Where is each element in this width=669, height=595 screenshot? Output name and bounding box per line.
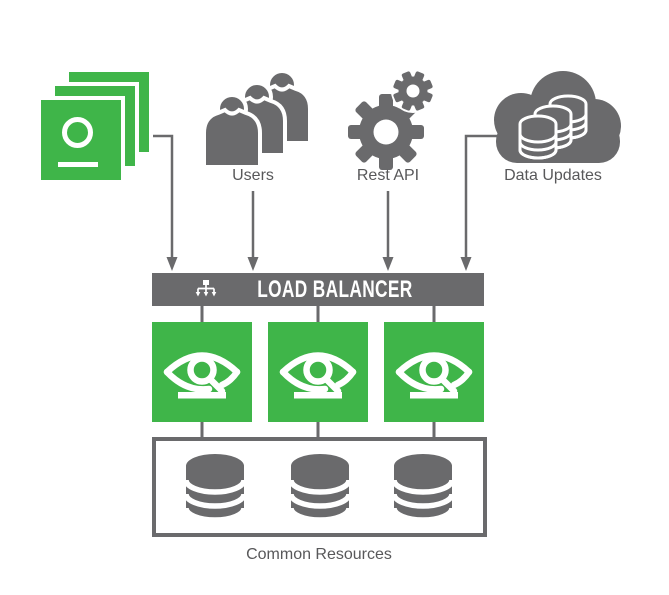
connector-app-stack [150, 134, 174, 258]
worker-node-2 [268, 322, 368, 422]
dash-glyph [58, 162, 98, 167]
eye-icon [395, 352, 473, 399]
database-icon [391, 454, 455, 523]
database-icon [288, 454, 352, 523]
load-balancer-bar: LOAD BALANCER [152, 273, 484, 306]
worker-node-1 [152, 322, 252, 422]
stack-square-front [37, 96, 125, 184]
circle-glyph [62, 117, 93, 148]
users-label: Users [232, 167, 274, 184]
people-icon [203, 69, 312, 168]
worker-node-3 [384, 322, 484, 422]
cloud-databases-icon [494, 71, 621, 163]
worker-connectors [200, 306, 436, 437]
eye-icon [163, 352, 241, 399]
resource-databases [183, 454, 455, 523]
stacked-screens-icon [37, 68, 153, 184]
load-balancer-label: LOAD BALANCER [256, 275, 413, 303]
rest-api-label: Rest API [356, 167, 420, 184]
common-resources-label: Common Resources [246, 546, 392, 563]
cloud-db-front [518, 114, 558, 160]
distribution-tree-icon [195, 279, 216, 296]
arrowheads [166, 257, 472, 271]
gears-icon [348, 69, 435, 170]
database-icon [183, 454, 247, 523]
eye-icon [279, 352, 357, 399]
data-updates-label: Data Updates [504, 167, 602, 184]
connector-data-updates [464, 134, 503, 258]
